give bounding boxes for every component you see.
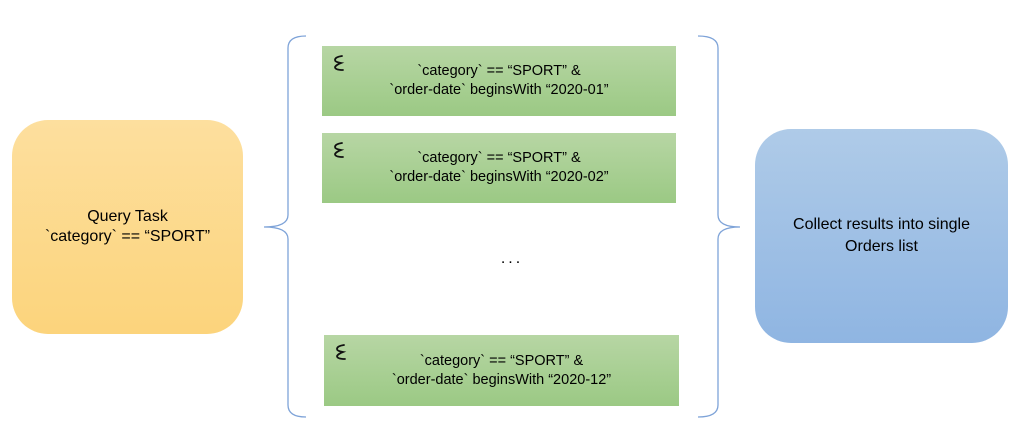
collect-line1: Collect results into single — [793, 216, 970, 233]
query-task-box: Query Task `category` == “SPORT” — [12, 120, 243, 334]
subtask-condition-line1: `category` == “SPORT” & — [417, 150, 581, 166]
subtask-box-2020-02: `category` == “SPORT” & `order-date` beg… — [322, 133, 676, 203]
subtask-box-2020-01: `category` == “SPORT” & `order-date` beg… — [322, 46, 676, 116]
query-task-condition: `category` == “SPORT” — [44, 228, 211, 245]
subtask-condition-line1: `category` == “SPORT” & — [419, 352, 584, 369]
collect-line2: Orders list — [845, 238, 918, 255]
subtask-condition-line1: `category` == “SPORT” & — [417, 63, 581, 79]
subtask-box-2020-12: `category` == “SPORT” & `order-date` beg… — [324, 335, 679, 406]
ellipsis: ... — [500, 250, 524, 267]
subtask-condition-line2: `order-date` beginsWith “2020-12” — [391, 371, 612, 388]
query-task-title: Query Task — [87, 208, 168, 225]
subtask-condition-line2: `order-date` beginsWith “2020-01” — [389, 82, 609, 98]
spiral-icon — [334, 142, 345, 158]
collect-results-box: Collect results into single Orders list — [755, 129, 1008, 343]
spiral-icon — [334, 55, 345, 71]
subtask-condition-line2: `order-date` beginsWith “2020-02” — [389, 169, 609, 185]
spiral-icon — [336, 344, 347, 360]
